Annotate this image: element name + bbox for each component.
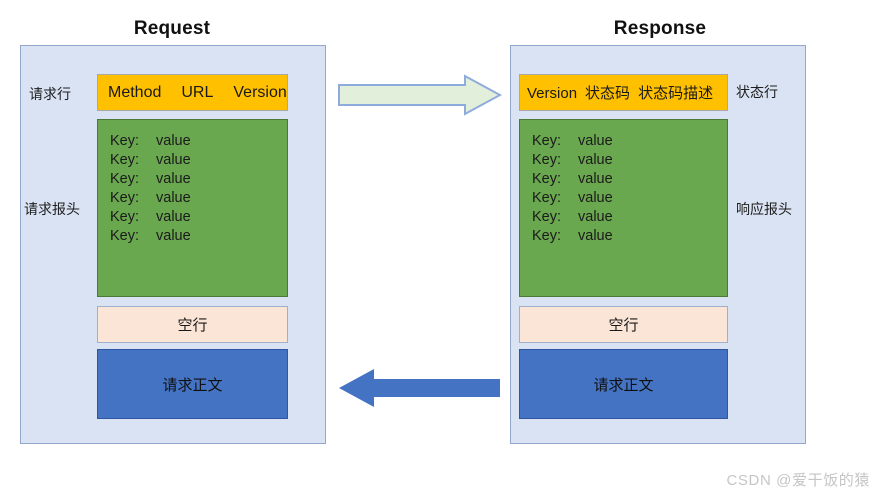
watermark-text: CSDN @爱干饭的猿: [726, 472, 870, 489]
header-key: Key:: [110, 228, 140, 244]
header-value: value: [578, 171, 613, 187]
request-arrow-right-icon: [338, 74, 502, 116]
table-row: Key: value: [110, 227, 287, 246]
response-status-text-segment: 状态码描述: [638, 85, 714, 102]
header-key: Key:: [532, 171, 562, 187]
header-value: value: [156, 152, 191, 168]
request-version-segment: Version: [233, 83, 287, 101]
table-row: Key: value: [532, 189, 727, 208]
response-start-line-text: Version 状态码状态码描述: [520, 82, 713, 103]
header-value: value: [578, 152, 613, 168]
response-status-code-segment: 状态码: [585, 85, 631, 102]
header-key: Key:: [532, 133, 562, 149]
header-key: Key:: [532, 228, 562, 244]
header-value: value: [578, 228, 613, 244]
response-start-line-label: 状态行: [736, 84, 778, 100]
response-headers-box: Key:value Key:value Key:value Key:value …: [519, 119, 728, 297]
header-key: Key:: [532, 209, 562, 225]
header-key: Key:: [110, 152, 140, 168]
table-row: Key: value: [532, 170, 727, 189]
response-body-text: 请求正文: [593, 376, 654, 394]
table-row: Key: value: [532, 151, 727, 170]
header-value: value: [156, 171, 191, 187]
header-key: Key:: [110, 133, 140, 149]
request-url-segment: URL: [181, 83, 214, 101]
request-blank-line-box: 空行: [97, 306, 288, 343]
request-headers-list: Key:value Key:value Key:value Key:value …: [98, 120, 287, 246]
header-value: value: [578, 133, 613, 149]
header-key: Key:: [532, 190, 562, 206]
table-row: Key: value: [532, 208, 727, 227]
response-start-line-box: Version 状态码状态码描述: [519, 74, 728, 111]
table-row: Key: value: [110, 189, 287, 208]
header-value: value: [578, 190, 613, 206]
request-start-line-box: Method URL Version: [97, 74, 288, 111]
header-value: value: [156, 228, 191, 244]
response-body-box: 请求正文: [519, 349, 728, 419]
request-headers-label: 请求报头: [24, 201, 80, 217]
header-value: value: [156, 209, 191, 225]
request-blank-line-text: 空行: [177, 317, 208, 334]
response-blank-line-box: 空行: [519, 306, 728, 343]
response-headers-list: Key:value Key:value Key:value Key:value …: [520, 120, 727, 246]
header-key: Key:: [532, 152, 562, 168]
header-key: Key:: [110, 209, 140, 225]
header-value: value: [578, 209, 613, 225]
request-start-line-label: 请求行: [29, 86, 71, 102]
header-value: value: [156, 133, 191, 149]
response-version-segment: Version: [527, 85, 578, 102]
header-key: Key:: [110, 190, 140, 206]
request-body-text: 请求正文: [162, 376, 223, 394]
request-headers-box: Key:value Key:value Key:value Key:value …: [97, 119, 288, 297]
request-start-line-text: Method URL Version: [98, 84, 287, 102]
request-body-box: 请求正文: [97, 349, 288, 419]
response-title: Response: [613, 18, 707, 39]
response-blank-line-text: 空行: [608, 317, 639, 334]
header-value: value: [156, 190, 191, 206]
request-method-segment: Method: [108, 83, 162, 101]
table-row: Key: value: [110, 170, 287, 189]
table-row: Key: value: [532, 227, 727, 246]
request-title: Request: [133, 18, 211, 39]
table-row: Key: value: [532, 132, 727, 151]
response-arrow-left-icon: [339, 369, 500, 407]
header-key: Key:: [110, 171, 140, 187]
table-row: Key: value: [110, 151, 287, 170]
response-headers-label: 响应报头: [736, 201, 792, 217]
table-row: Key: value: [110, 132, 287, 151]
table-row: Key: value: [110, 208, 287, 227]
